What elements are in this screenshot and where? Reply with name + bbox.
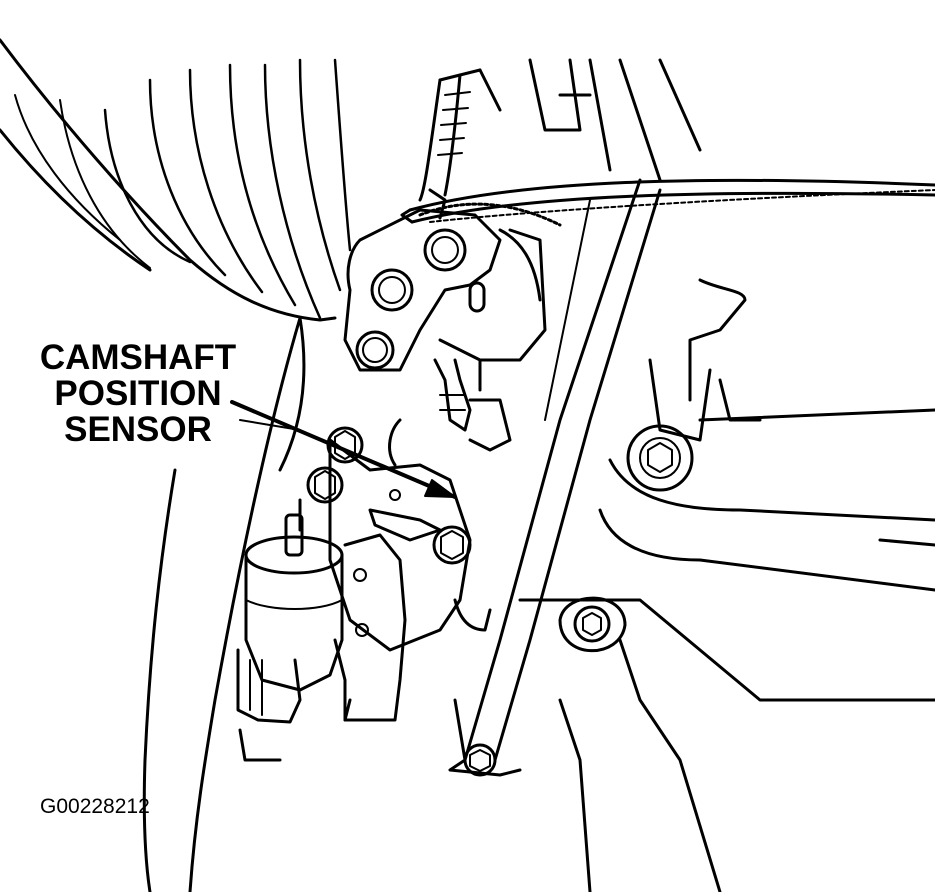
camshaft-position-sensor-body <box>238 515 342 760</box>
callout-line-3: SENSOR <box>64 410 212 449</box>
callout-line-2: POSITION <box>54 374 222 413</box>
air-intake-duct <box>0 40 350 320</box>
callout-leader-line <box>232 402 455 497</box>
hose-clamp-assembly <box>420 60 700 200</box>
sensor-mount-bracket <box>345 210 545 390</box>
fender-panel <box>144 318 304 892</box>
figure-id: G00228212 <box>40 795 150 818</box>
control-arm <box>600 280 935 590</box>
diagonal-strut <box>450 180 660 775</box>
sensor-connector <box>390 360 510 465</box>
sensor-bracket <box>335 535 405 720</box>
callout-line-1: CAMSHAFT <box>39 338 237 377</box>
mounting-plate <box>300 428 490 650</box>
wiring-harness <box>402 180 935 225</box>
callout-label: CAMSHAFT POSITION SENSOR <box>18 340 258 448</box>
lower-bolt-boss <box>520 598 935 892</box>
